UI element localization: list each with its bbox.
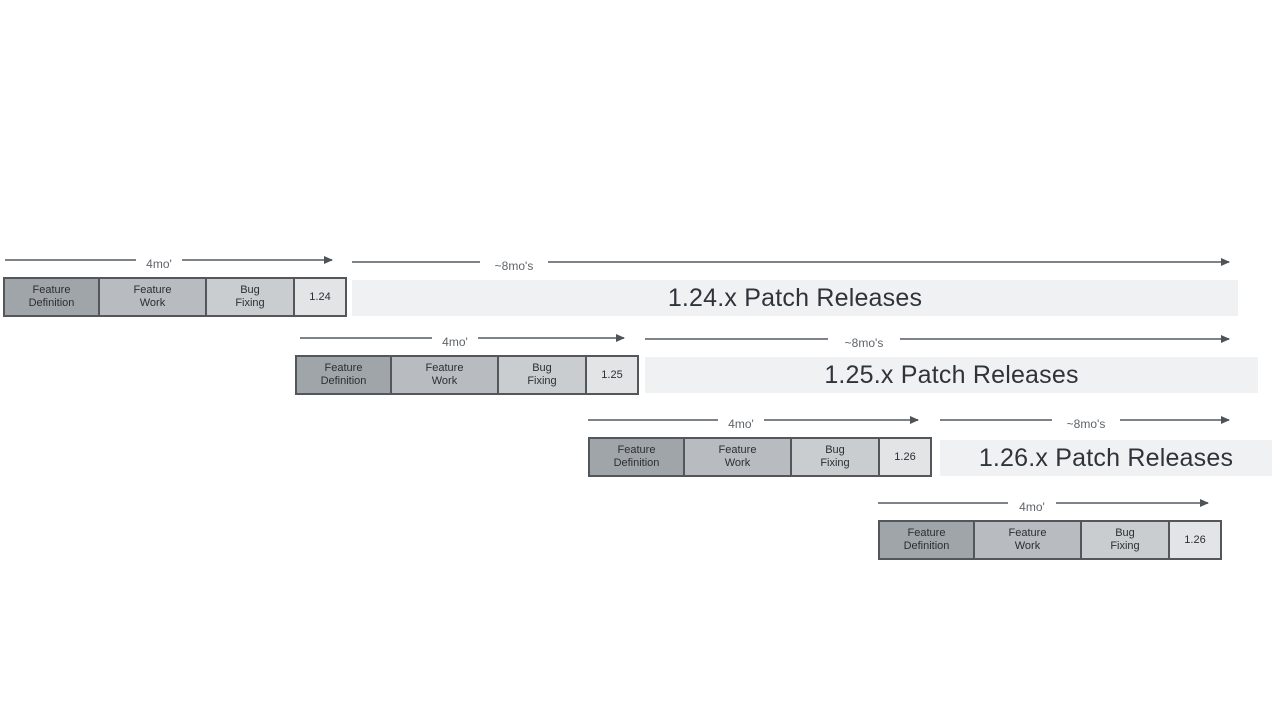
duration-arrow-feature-phase-2: 4mo' — [300, 333, 625, 349]
version-box: 1.24 — [295, 279, 345, 315]
release-cycle-row-2: Feature Definition Feature Work Bug Fixi… — [295, 355, 639, 395]
release-cycle-row-4: Feature Definition Feature Work Bug Fixi… — [878, 520, 1222, 560]
arrow-line — [645, 338, 828, 340]
patch-releases-bar-2: 1.25.x Patch Releases — [645, 357, 1258, 393]
arrow-line-with-head — [1120, 416, 1230, 424]
phase-box-feature-definition: Feature Definition — [5, 279, 100, 315]
duration-arrow-feature-phase-4: 4mo' — [878, 498, 1209, 514]
arrow-line — [5, 259, 136, 261]
duration-label: 4mo' — [146, 257, 172, 271]
phase-box-feature-definition: Feature Definition — [590, 439, 685, 475]
arrow-line — [588, 419, 718, 421]
arrow-line — [300, 337, 432, 339]
version-box: 1.26 — [1170, 522, 1220, 558]
duration-arrow-patch-phase-3: ~8mo's — [940, 415, 1230, 431]
arrow-line-with-head — [900, 335, 1230, 343]
phase-box-feature-work: Feature Work — [100, 279, 207, 315]
duration-arrow-feature-phase-1: 4mo' — [5, 255, 333, 271]
version-box: 1.26 — [880, 439, 930, 475]
patch-releases-bar-3: 1.26.x Patch Releases — [940, 440, 1272, 476]
arrow-line-with-head — [764, 416, 919, 424]
phase-box-bug-fixing: Bug Fixing — [499, 357, 587, 393]
duration-label: 4mo' — [1019, 500, 1045, 514]
phase-box-bug-fixing: Bug Fixing — [1082, 522, 1170, 558]
phase-box-feature-definition: Feature Definition — [297, 357, 392, 393]
phase-box-feature-work: Feature Work — [975, 522, 1082, 558]
arrow-line — [352, 261, 480, 263]
duration-arrow-patch-phase-2: ~8mo's — [645, 334, 1230, 350]
arrow-line — [878, 502, 1008, 504]
phase-box-bug-fixing: Bug Fixing — [792, 439, 880, 475]
arrow-line-with-head — [478, 334, 625, 342]
arrow-line-with-head — [1056, 499, 1209, 507]
duration-arrow-patch-phase-1: ~8mo's — [352, 257, 1230, 273]
phase-box-feature-work: Feature Work — [392, 357, 499, 393]
version-box: 1.25 — [587, 357, 637, 393]
phase-box-feature-definition: Feature Definition — [880, 522, 975, 558]
duration-label: ~8mo's — [1066, 417, 1106, 431]
phase-box-feature-work: Feature Work — [685, 439, 792, 475]
patch-releases-bar-1: 1.24.x Patch Releases — [352, 280, 1238, 316]
arrow-line-with-head — [548, 258, 1230, 266]
arrow-line — [940, 419, 1052, 421]
duration-label: 4mo' — [728, 417, 754, 431]
release-cycle-row-3: Feature Definition Feature Work Bug Fixi… — [588, 437, 932, 477]
phase-box-bug-fixing: Bug Fixing — [207, 279, 295, 315]
arrow-line-with-head — [182, 256, 333, 264]
release-cycle-row-1: Feature Definition Feature Work Bug Fixi… — [3, 277, 347, 317]
duration-label: 4mo' — [442, 335, 468, 349]
duration-label: ~8mo's — [494, 259, 534, 273]
duration-arrow-feature-phase-3: 4mo' — [588, 415, 919, 431]
duration-label: ~8mo's — [844, 336, 884, 350]
